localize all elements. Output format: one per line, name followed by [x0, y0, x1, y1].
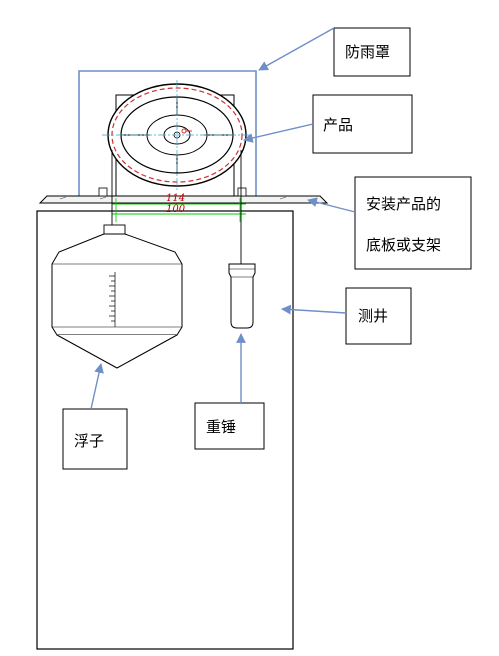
label-mounting-plate: 安装产品的 底板或支架	[354, 176, 472, 270]
label-rain-cover: 防雨罩	[333, 27, 411, 77]
svg-text:安装产品的: 安装产品的	[366, 195, 441, 213]
arrow-rain-cover	[258, 27, 335, 71]
label-float: 浮子	[62, 408, 128, 470]
counterweight	[228, 263, 256, 329]
svg-text:底板或支架: 底板或支架	[366, 236, 441, 254]
dimension-100: 100	[166, 204, 186, 215]
label-product: 产品	[312, 94, 413, 154]
dimension-markings: 114 100	[112, 193, 246, 222]
svg-text:防雨罩: 防雨罩	[345, 43, 390, 61]
svg-text:重锤: 重锤	[206, 418, 236, 436]
rain-cover-outline	[78, 70, 257, 196]
pointer-arrows	[90, 27, 356, 410]
measuring-well	[36, 210, 294, 650]
dimension-114: 114	[166, 193, 185, 204]
arrow-product	[243, 123, 314, 143]
svg-text:浮子: 浮子	[74, 432, 104, 450]
arrow-float	[90, 363, 104, 410]
arrow-mounting-plate	[307, 197, 356, 213]
svg-text:产品: 产品	[323, 116, 353, 134]
arrow-well	[281, 304, 347, 315]
label-weight: 重锤	[194, 402, 265, 450]
label-well: 测井	[345, 287, 412, 345]
float	[51, 224, 183, 369]
svg-text:测井: 测井	[358, 307, 388, 325]
pulley-wheel	[102, 80, 252, 190]
